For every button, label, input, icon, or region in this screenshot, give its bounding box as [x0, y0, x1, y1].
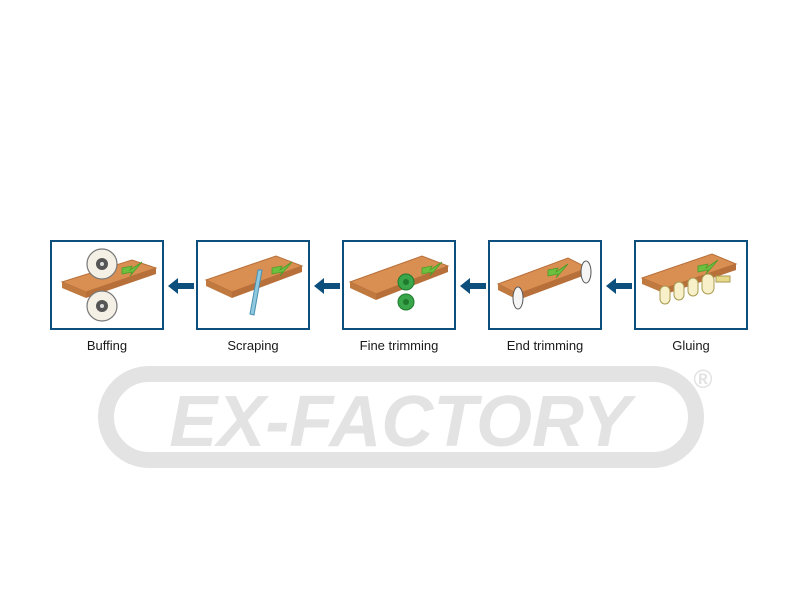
- step-panel-gluing: [634, 240, 748, 330]
- flow-arrow-icon: [314, 278, 340, 294]
- feed-arrow-icon: [421, 261, 443, 277]
- feed-arrow-icon: [121, 261, 143, 277]
- flow-arrow-icon: [168, 278, 194, 294]
- feed-arrow-icon: [697, 259, 719, 275]
- buffing-wheel-icon: [86, 248, 118, 322]
- flow-arrow-icon: [460, 278, 486, 294]
- step-label-gluing: Gluing: [672, 338, 710, 353]
- step-label-buffing: Buffing: [86, 338, 128, 353]
- registered-mark: ®: [693, 364, 712, 394]
- step-label-fine-trimming: Fine trimming: [359, 338, 439, 353]
- watermark-text: EX-FACTORY: [169, 382, 636, 462]
- feed-arrow-icon: [547, 263, 569, 279]
- step-label-end-trimming: End trimming: [506, 338, 584, 353]
- glue-rollers-icon: [659, 273, 731, 305]
- step-panel-end-trimming: [488, 240, 602, 330]
- feed-arrow-icon: [271, 261, 293, 277]
- step-panel-buffing: [50, 240, 164, 330]
- trimming-cutter-icon: [397, 273, 415, 311]
- flow-arrow-icon: [606, 278, 632, 294]
- saw-blade-icon: [512, 260, 592, 310]
- step-panel-scraping: [196, 240, 310, 330]
- scraper-icon: [249, 269, 263, 316]
- step-label-scraping: Scraping: [227, 338, 279, 353]
- step-panel-fine-trimming: [342, 240, 456, 330]
